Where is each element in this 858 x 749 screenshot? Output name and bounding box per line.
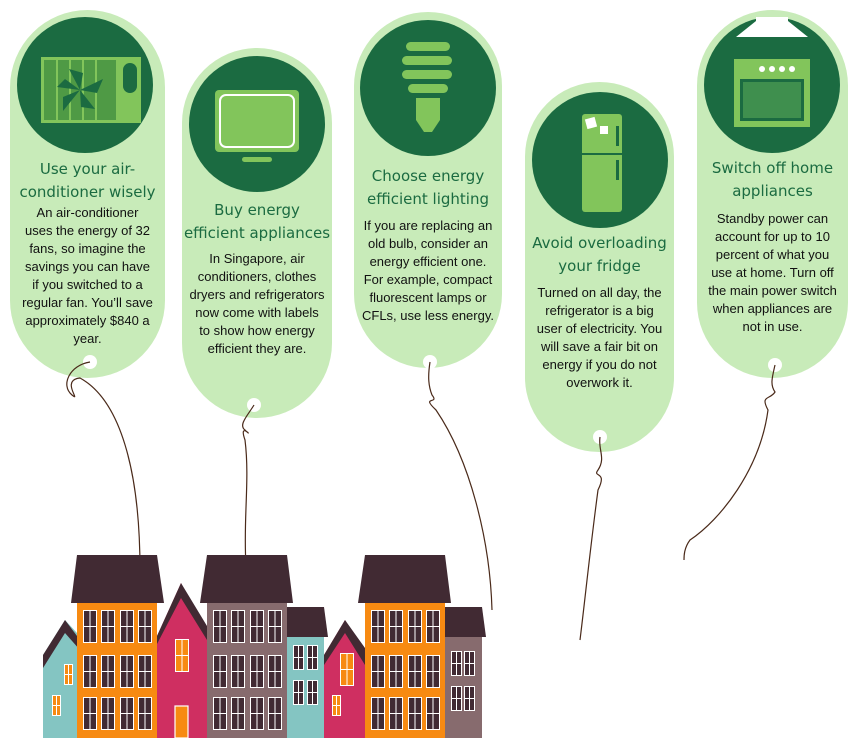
window	[231, 655, 245, 688]
window	[426, 697, 440, 730]
window	[451, 686, 462, 711]
window	[101, 697, 115, 730]
roof	[358, 555, 451, 603]
balloon-text: Standby power can account for up to 10 p…	[708, 211, 837, 334]
balloon-air-conditioner: Use your air- conditioner wisely An air-…	[10, 10, 165, 378]
monitor-icon	[215, 90, 299, 162]
window	[138, 655, 152, 688]
balloon-string	[683, 364, 776, 561]
window	[340, 653, 354, 686]
stove-icon	[734, 17, 810, 127]
window	[268, 610, 282, 643]
balloon-fridge: Avoid overloading your fridge Turned on …	[525, 82, 674, 452]
window	[293, 680, 304, 705]
fridge-icon	[582, 114, 622, 212]
window	[408, 697, 422, 730]
window	[307, 645, 318, 670]
window	[175, 639, 189, 672]
balloon-appliances: Buy energy efficient appliances In Singa…	[182, 48, 332, 418]
window	[371, 655, 385, 688]
icon-circle	[360, 20, 496, 156]
window	[426, 610, 440, 643]
window	[371, 697, 385, 730]
window	[52, 695, 61, 716]
window	[268, 655, 282, 688]
roof	[324, 620, 365, 665]
window	[293, 645, 304, 670]
window	[101, 655, 115, 688]
balloon-text: Turned on all day, the refrigerator is a…	[536, 285, 663, 390]
roof	[43, 620, 80, 668]
icon-circle	[704, 17, 840, 153]
balloon-title: Switch off home appliances	[711, 159, 834, 200]
window	[83, 697, 97, 730]
window	[332, 695, 341, 716]
window	[371, 610, 385, 643]
window	[213, 697, 227, 730]
icon-circle	[189, 56, 325, 192]
balloon-title: Use your air- conditioner wisely	[19, 160, 156, 201]
window	[389, 610, 403, 643]
window	[231, 610, 245, 643]
window	[464, 686, 475, 711]
roof	[157, 583, 207, 644]
balloon-string	[428, 361, 493, 611]
window	[408, 655, 422, 688]
door	[174, 705, 189, 739]
house-teal	[287, 637, 324, 738]
balloon-title: Buy energy efficient appliances	[183, 201, 331, 242]
icon-circle	[17, 17, 153, 153]
window	[451, 651, 462, 676]
window	[64, 664, 73, 685]
window	[138, 697, 152, 730]
balloon-lighting: Choose energy efficient lighting If you …	[354, 12, 502, 369]
window	[101, 610, 115, 643]
roof	[71, 555, 164, 603]
window	[464, 651, 475, 676]
roof	[200, 555, 293, 603]
balloon-title: Avoid overloading your fridge	[532, 234, 667, 275]
balloon-title: Choose energy efficient lighting	[367, 167, 489, 208]
roof	[287, 607, 328, 637]
house-mauve	[445, 637, 482, 738]
window	[389, 697, 403, 730]
balloon-string	[242, 404, 255, 566]
air-conditioner-icon	[41, 57, 141, 123]
balloon-text: An air-conditioner uses the energy of 32…	[22, 205, 153, 346]
window	[268, 697, 282, 730]
window	[250, 610, 264, 643]
window	[138, 610, 152, 643]
light-bulb-icon	[402, 42, 452, 132]
window	[307, 680, 318, 705]
window	[389, 655, 403, 688]
balloon-home-appliances: Switch off home appliances Standby power…	[697, 10, 848, 378]
window	[83, 610, 97, 643]
balloon-string	[66, 361, 141, 571]
window	[231, 697, 245, 730]
window	[213, 655, 227, 688]
icon-circle	[532, 92, 668, 228]
window	[408, 610, 422, 643]
balloon-string	[579, 436, 603, 641]
window	[120, 610, 134, 643]
window	[213, 610, 227, 643]
balloon-text: If you are replacing an old bulb, consid…	[362, 218, 494, 323]
window	[250, 697, 264, 730]
window	[83, 655, 97, 688]
window	[120, 655, 134, 688]
roof	[445, 607, 486, 637]
window	[120, 697, 134, 730]
balloon-text: In Singapore, air conditioners, clothes …	[189, 251, 325, 356]
window	[250, 655, 264, 688]
window	[426, 655, 440, 688]
